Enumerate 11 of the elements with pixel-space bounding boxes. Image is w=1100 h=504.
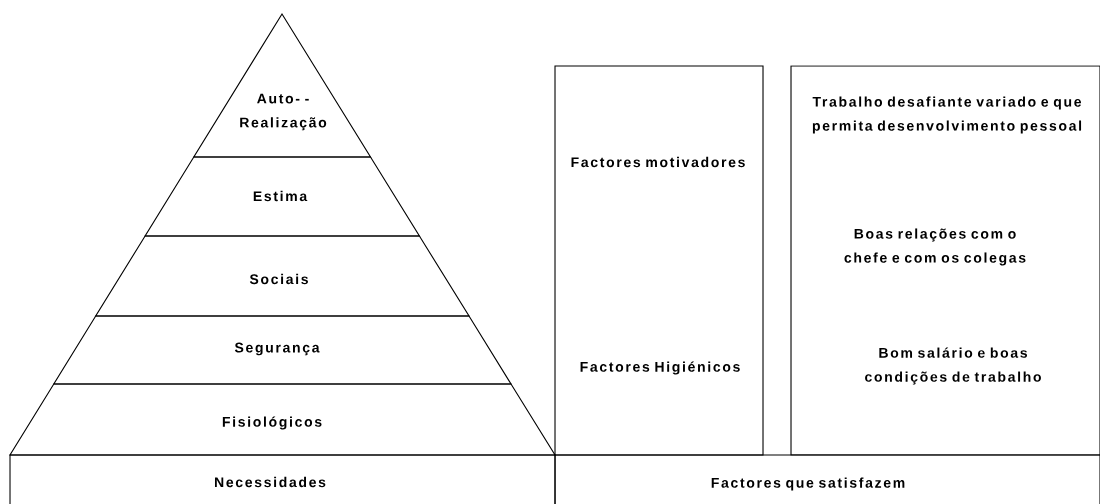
box-text: Bom salário e boas condições de trabalho xyxy=(865,347,1041,385)
table-cell: Necessidades xyxy=(9,454,556,504)
pyramid-level: Fisiológicos xyxy=(9,383,556,456)
factor-box xyxy=(554,65,764,456)
factor-box xyxy=(790,65,1100,456)
box-text: Boas relações com o chefe e com os colegas xyxy=(844,228,1026,266)
box-text: Factores Higiénicos xyxy=(580,361,740,375)
box-text: Trabalho desafiante variado e que permita desenvolvimento pessoal xyxy=(812,96,1082,134)
table-cell: Factores que satisfazem xyxy=(554,454,1100,504)
box-text: Factores motivadores xyxy=(571,156,745,168)
pyramid-level: Estima xyxy=(144,156,421,237)
